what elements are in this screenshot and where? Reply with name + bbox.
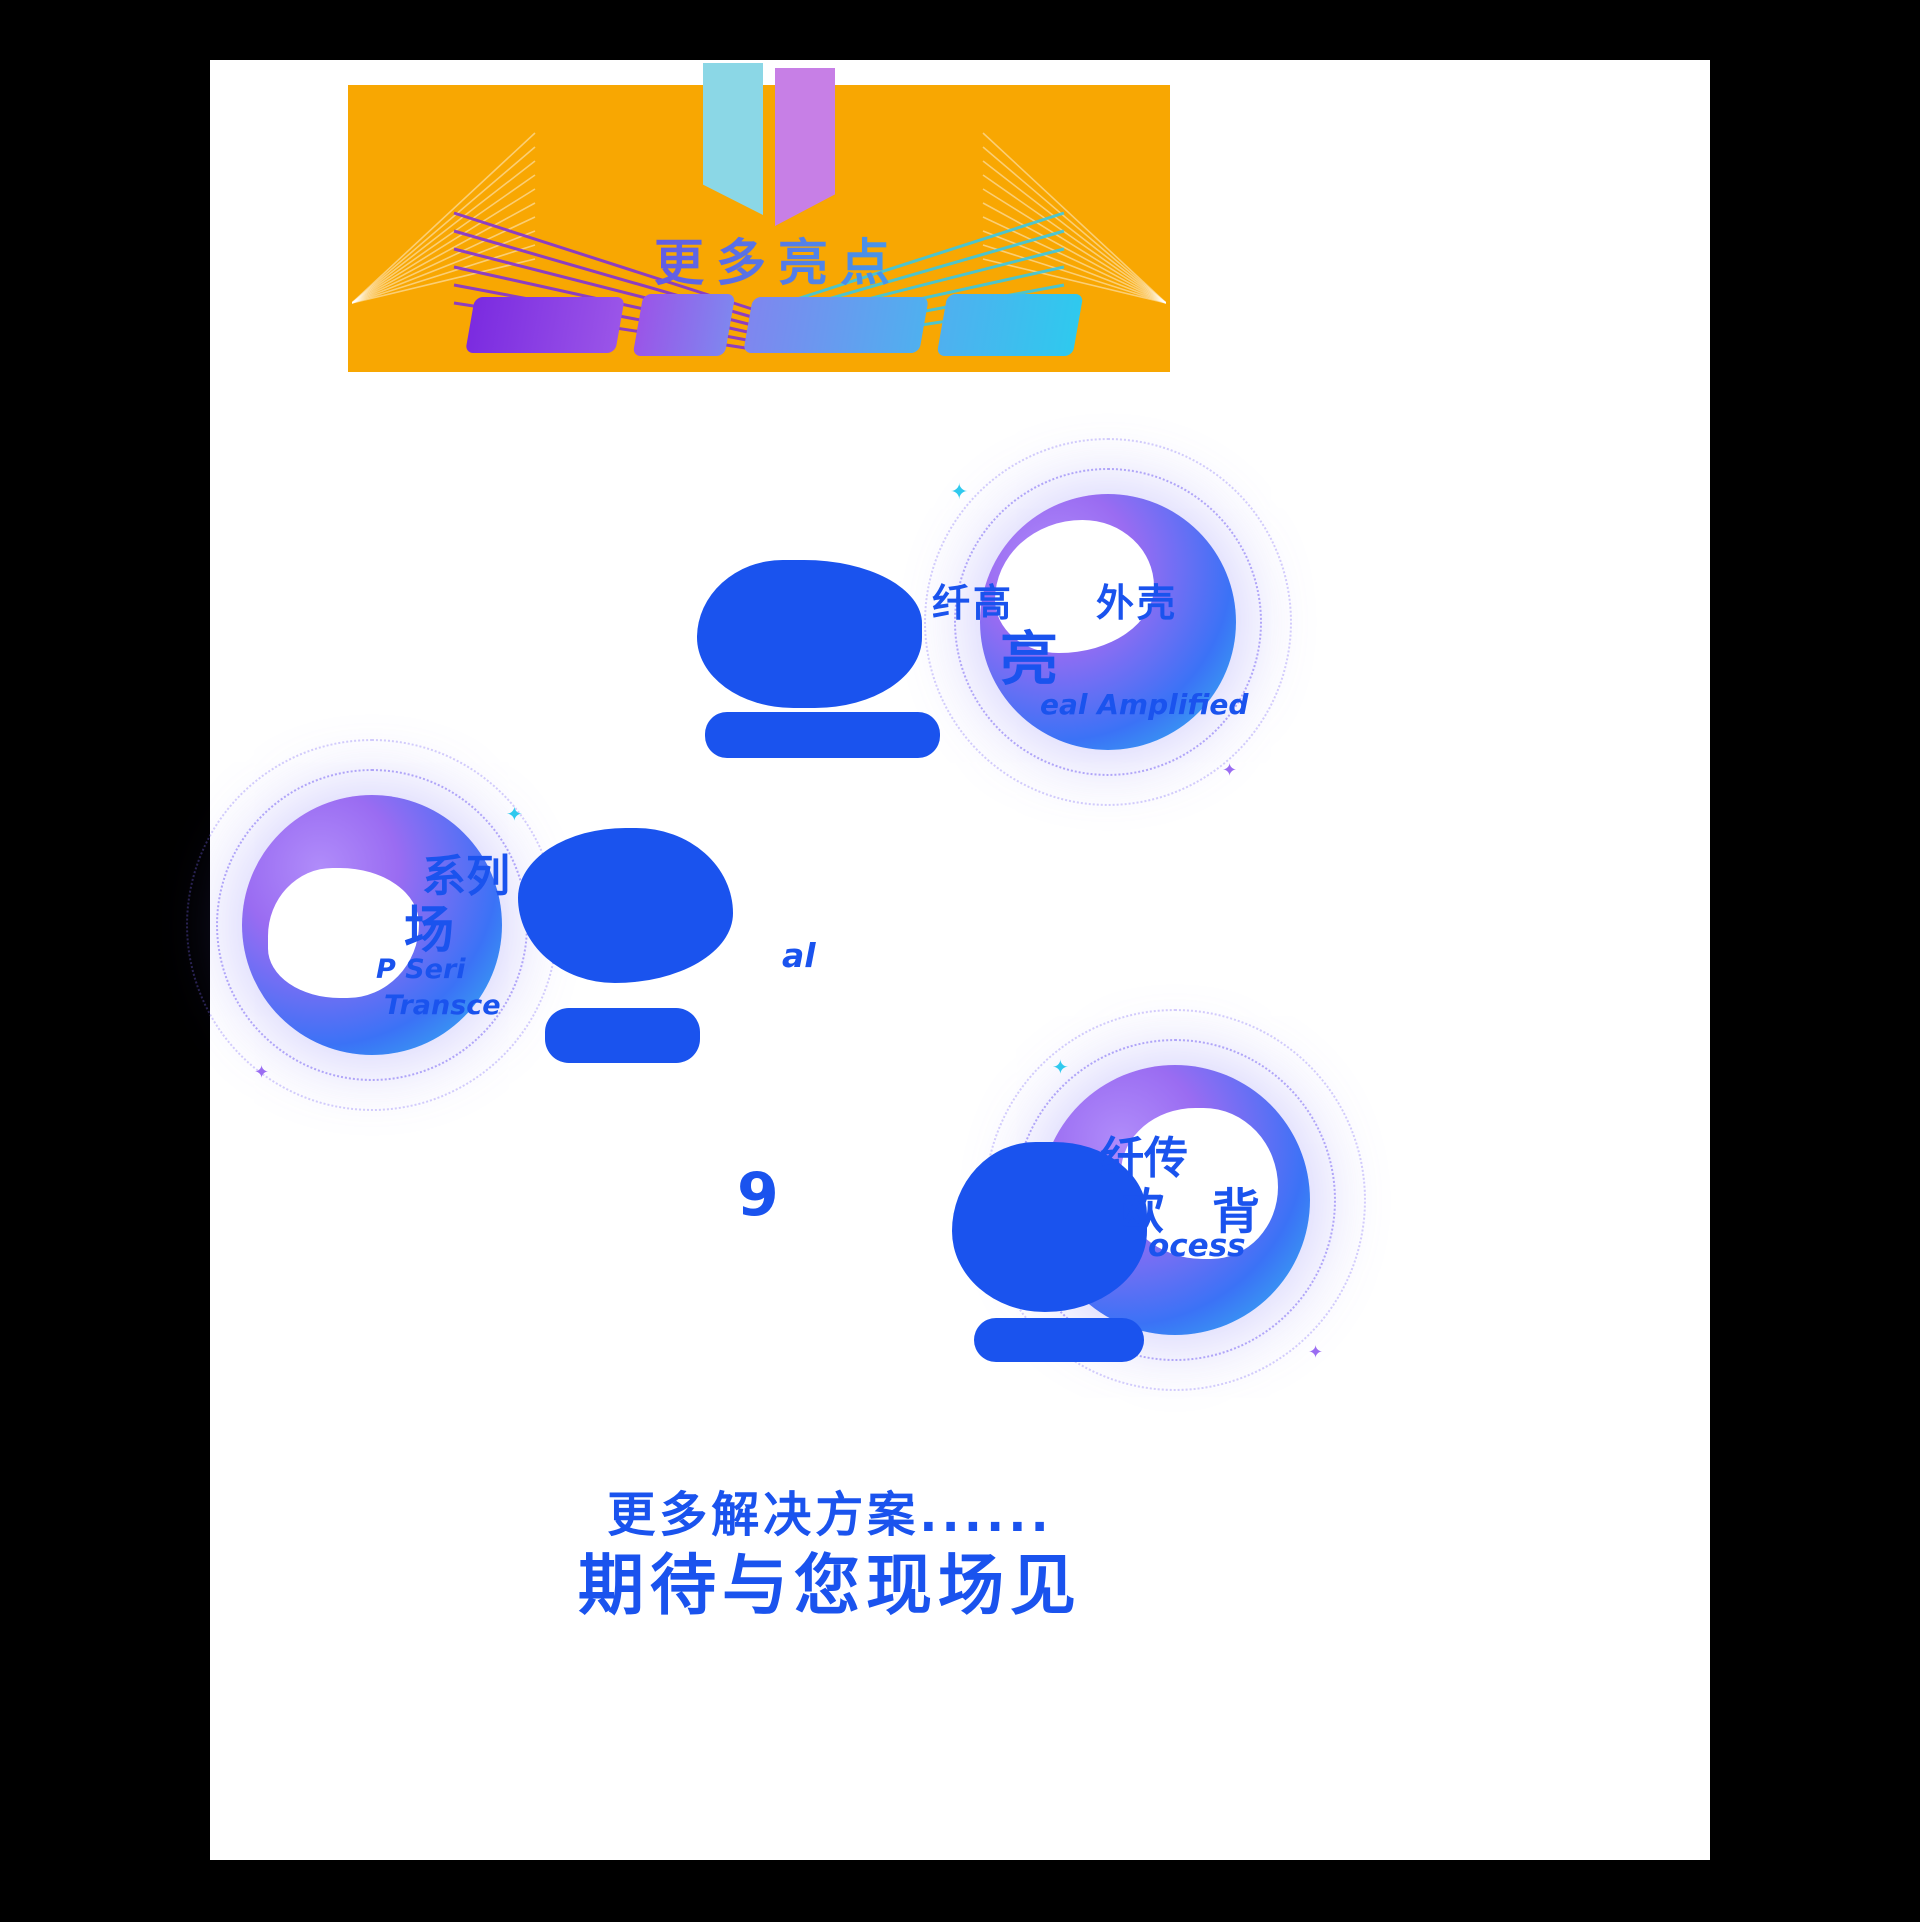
sparkle-icon: ✦	[506, 802, 523, 826]
banner-title: 更多亮点	[458, 223, 1098, 295]
gradient-glyph-block	[632, 294, 736, 356]
occluded-text-mass	[518, 828, 733, 983]
gradient-glyph-block	[936, 294, 1084, 356]
occluded-text-mass	[705, 712, 940, 758]
footer-see-you-onsite-text: 期待与您现场见	[578, 1547, 1082, 1624]
feature2-badge	[186, 739, 558, 1111]
feature2-cn-line2: 场	[404, 901, 454, 959]
badge-ring-icon	[924, 438, 1292, 806]
occluded-text-mass	[974, 1318, 1144, 1362]
sunburst-right-icon	[982, 132, 1166, 304]
footer-more-solutions-text: 更多解决方案......	[607, 1487, 1053, 1543]
occluded-text-mass	[545, 1008, 700, 1063]
sunburst-left-icon	[352, 132, 536, 304]
feature-section-2: 系列 场 P Seri Transce al ✦ ✦	[186, 60, 1710, 1860]
badge-highlight-blob	[995, 519, 1155, 653]
badge-core	[242, 795, 502, 1055]
sparkle-icon: ✦	[1052, 1055, 1069, 1079]
badge-highlight-blob	[1121, 1108, 1278, 1260]
badge-highlight-blob	[268, 867, 419, 998]
badge-core	[980, 494, 1236, 750]
feature1-badge	[924, 438, 1292, 806]
feature2-cn-line1: 系列	[422, 851, 510, 902]
feature2-en-fragment: al	[782, 936, 816, 975]
feature-section-3: 9 纤传 欧 背 ocess ✦ ✦	[210, 60, 1710, 1860]
occluded-text-mass	[697, 560, 922, 708]
gradient-glyph-block	[743, 297, 929, 353]
sparkle-icon: ✦	[1308, 1342, 1324, 1363]
feature1-cn-line2: 亮	[1000, 625, 1059, 693]
feature2-en-line1: P Seri	[376, 954, 466, 985]
occluded-text-mass	[952, 1142, 1147, 1312]
sparkle-icon: ✦	[950, 480, 969, 505]
poster-panel: 更多亮点 纤高 外壳 亮 eal Amplified ✦ ✦	[186, 60, 1710, 1860]
sparkle-icon: ✦	[1222, 760, 1238, 781]
feature-section-1: 纤高 外壳 亮 eal Amplified ✦ ✦	[210, 60, 1710, 1860]
top-banner: 更多亮点	[348, 63, 1170, 372]
feature3-en-line: ocess	[1148, 1228, 1246, 1264]
feature3-number-fragment: 9	[737, 1160, 779, 1230]
gradient-glyph-block	[465, 297, 625, 353]
feature1-en-line: eal Amplified	[1040, 688, 1249, 721]
feature1-cn-line1: 纤高 外壳	[932, 581, 1179, 625]
sparkle-icon: ✦	[254, 1062, 270, 1083]
feature2-en-line2: Transce	[384, 990, 501, 1021]
feature3-cn-line1: 纤传	[1100, 1133, 1188, 1184]
feature3-cn-line2: 欧 背	[1116, 1184, 1261, 1240]
banner-occluded-gradient-text	[465, 293, 1084, 357]
